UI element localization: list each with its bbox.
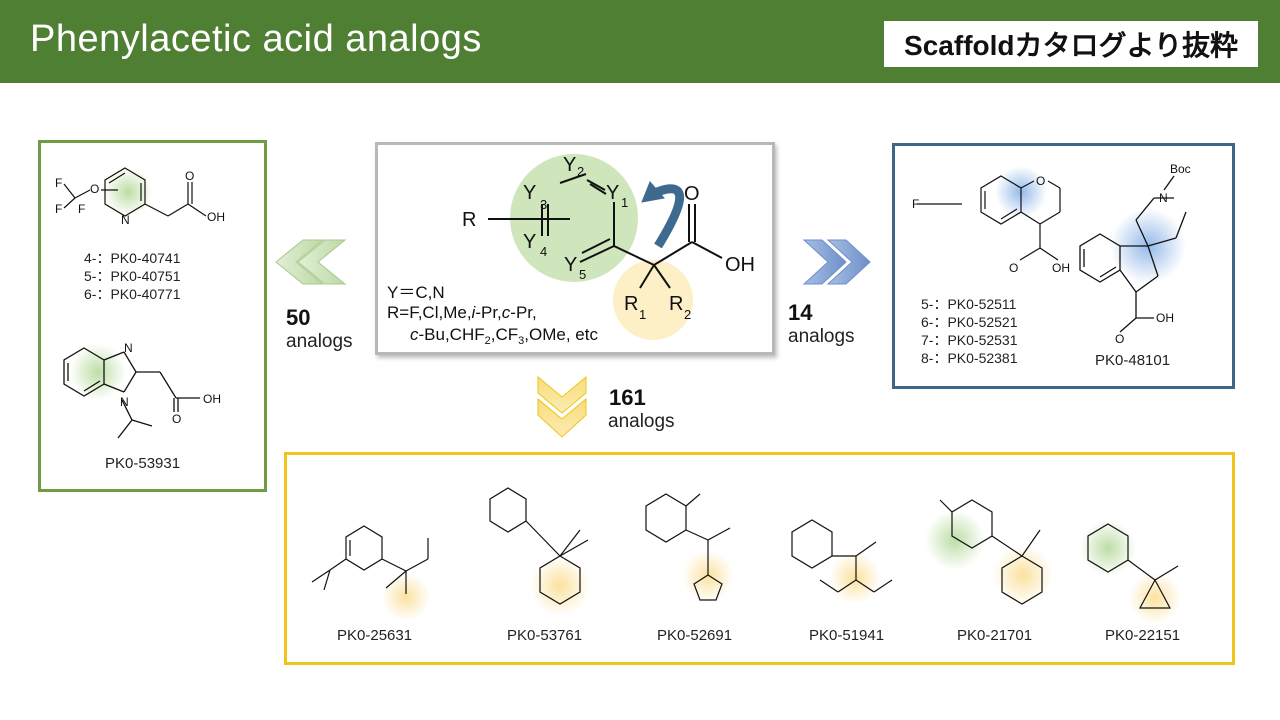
svg-text:O: O — [172, 412, 181, 426]
page-title: Phenylacetic acid analogs — [30, 18, 482, 60]
left-analog-count: 50 — [286, 305, 311, 330]
svg-text:Boc: Boc — [1170, 162, 1191, 176]
left-compound-benzimidazole-atoms: N N OH O — [120, 341, 221, 426]
bottom-compound-5 — [939, 499, 1043, 605]
bottom-compound-3 — [645, 493, 731, 601]
svg-text:O: O — [1036, 174, 1045, 188]
core-structure — [488, 173, 723, 289]
svg-text:O: O — [1009, 261, 1018, 275]
svg-text:OH: OH — [207, 210, 225, 224]
svg-text:c-Bu,CHF2,CF3,OMe, etc: c-Bu,CHF2,CF3,OMe, etc — [410, 325, 598, 347]
right-compound1-code-1: 5-：PK0-52511 — [921, 296, 1017, 312]
svg-text:R: R — [624, 293, 638, 315]
bottom-compound-code-4: PK0-51941 — [809, 627, 885, 644]
left-compound-pyridine — [63, 167, 207, 217]
left-compound1-code-3: 6-：PK0-40771 — [84, 286, 181, 302]
catalog-badge: Scaffoldカタログより抜粋 — [884, 21, 1258, 67]
right-analog-count: 14 — [788, 300, 813, 325]
svg-text:R: R — [669, 293, 683, 315]
svg-text:R=F,Cl,Me,i-Pr,c-Pr,: R=F,Cl,Me,i-Pr,c-Pr, — [387, 303, 537, 322]
bottom-analog-unit: analogs — [608, 411, 675, 432]
svg-text:F: F — [912, 197, 919, 211]
svg-text:Y: Y — [564, 254, 577, 276]
svg-text:Y: Y — [523, 231, 536, 253]
right-compound-chromane — [917, 175, 1061, 261]
left-compound1-code-1: 4-：PK0-40741 — [84, 250, 181, 266]
svg-text:O: O — [1115, 332, 1124, 346]
svg-text:O: O — [90, 182, 99, 196]
left-compound-benzimidazole — [63, 347, 200, 439]
bottom-compound-code-6: PK0-22151 — [1105, 627, 1181, 644]
svg-text:F: F — [55, 202, 62, 216]
svg-text:N: N — [124, 341, 133, 355]
bottom-compound-code-2: PK0-53761 — [507, 627, 583, 644]
svg-text:2: 2 — [684, 307, 691, 322]
right-compound2-code: PK0-48101 — [1095, 352, 1171, 369]
left-analog-unit: analogs — [286, 331, 353, 352]
right-analog-panel — [892, 143, 1235, 389]
svg-text:Y: Y — [606, 182, 619, 204]
bottom-compound-code-1: PK0-25631 — [337, 627, 413, 644]
left-analog-panel — [38, 140, 267, 492]
bottom-compound-6 — [1087, 523, 1179, 609]
right-compound1-code-4: 8-：PK0-52381 — [921, 350, 1018, 366]
bottom-analog-count: 161 — [609, 385, 646, 410]
svg-text:5: 5 — [579, 267, 586, 282]
highlight-regions — [70, 154, 1186, 624]
svg-text:OH: OH — [1052, 261, 1070, 275]
left-compound-pyridine-atoms: F F F O N O OH — [55, 169, 225, 227]
svg-text:N: N — [120, 395, 129, 409]
svg-text:3: 3 — [540, 197, 547, 212]
left-compound2-code: PK0-53931 — [105, 455, 181, 472]
core-structure-panel — [375, 142, 775, 355]
svg-text:OH: OH — [725, 254, 755, 276]
svg-text:F: F — [55, 176, 62, 190]
svg-text:O: O — [185, 169, 194, 183]
svg-text:Y: Y — [523, 182, 536, 204]
header-bar: Phenylacetic acid analogs Scaffoldカタログより… — [0, 0, 1280, 83]
down-chevron-arrow — [537, 375, 587, 438]
svg-text:2: 2 — [577, 164, 584, 179]
svg-text:OH: OH — [1156, 311, 1174, 325]
svg-text:F: F — [78, 202, 85, 216]
right-compound1-code-2: 6-：PK0-52521 — [921, 314, 1018, 330]
right-analog-unit: analogs — [788, 326, 855, 347]
right-compound-spiro — [1079, 175, 1187, 333]
svg-text:R: R — [462, 209, 476, 231]
right-chevron-arrow — [802, 239, 871, 285]
svg-text:N: N — [1159, 191, 1168, 205]
svg-text:1: 1 — [639, 307, 646, 322]
svg-text:4: 4 — [540, 244, 547, 259]
left-chevron-arrow — [275, 239, 347, 285]
svg-text:OH: OH — [203, 392, 221, 406]
left-compound1-code-2: 5-：PK0-40751 — [84, 268, 181, 284]
svg-text:1: 1 — [621, 195, 628, 210]
right-compound-chromane-atoms: F O O OH — [912, 174, 1070, 275]
svg-text:Y: Y — [563, 154, 576, 176]
svg-text:Y＝C,N: Y＝C,N — [387, 283, 445, 302]
bottom-compound-code-5: PK0-21701 — [957, 627, 1033, 644]
svg-text:N: N — [121, 213, 130, 227]
bottom-analog-panel — [284, 452, 1235, 665]
substituent-legend: Y＝C,N R=F,Cl,Me,i-Pr,c-Pr, c-Bu,CHF2,CF3… — [387, 283, 598, 347]
right-compound1-code-3: 7-：PK0-52531 — [921, 332, 1018, 348]
svg-text:O: O — [684, 183, 700, 205]
bottom-compound-2 — [489, 487, 589, 605]
right-compound-spiro-atoms: Boc N O OH — [1115, 162, 1191, 346]
bottom-compound-1 — [311, 525, 429, 594]
bottom-compound-4 — [791, 519, 893, 593]
bottom-compound-code-3: PK0-52691 — [657, 627, 733, 644]
